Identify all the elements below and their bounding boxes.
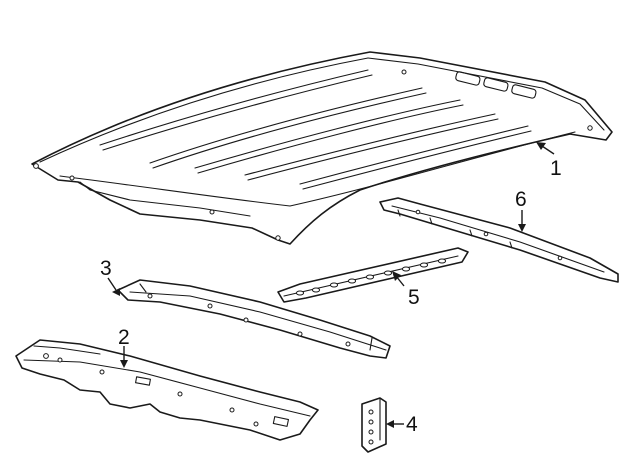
callout-4: 4	[386, 413, 418, 436]
front-roof-bow	[117, 279, 391, 359]
callout-6-label: 6	[515, 188, 527, 211]
callout-4-label: 4	[406, 413, 418, 436]
callout-1-label: 1	[550, 157, 562, 180]
callout-3: 3	[100, 257, 120, 296]
callout-2: 2	[118, 326, 130, 368]
callout-5: 5	[392, 271, 420, 309]
rear-header	[379, 197, 619, 283]
roof-panel	[31, 51, 613, 245]
callout-3-label: 3	[100, 257, 112, 280]
roof-bow	[277, 247, 469, 303]
callout-2-label: 2	[118, 326, 130, 349]
callout-5-label: 5	[408, 286, 420, 309]
callout-1: 1	[536, 142, 562, 180]
bracket	[361, 397, 387, 453]
front-header	[15, 339, 319, 441]
callout-6: 6	[515, 188, 527, 232]
